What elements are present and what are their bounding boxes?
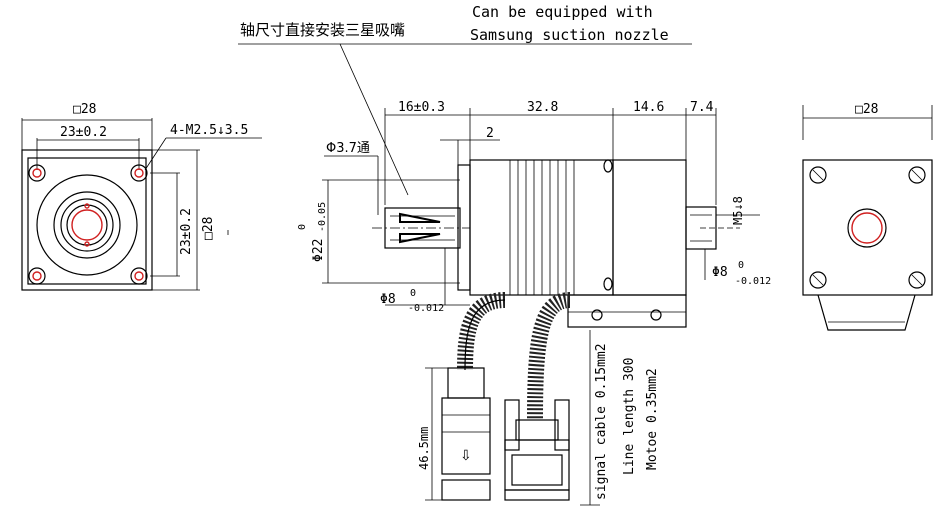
- dim-rear: 14.6: [633, 100, 664, 115]
- flange-tol-upper: 0: [297, 224, 308, 230]
- rear-shaft-tol-upper: 0: [738, 260, 744, 271]
- connector-arrow-icon: ⇩: [460, 448, 472, 464]
- rear-shaft-tol-lower: -0.012: [735, 276, 771, 287]
- signal-cable-label: signal cable 0.15mm2: [594, 343, 609, 500]
- english-note-line1: Can be equipped with: [472, 3, 653, 21]
- front-side-square: □28: [201, 217, 216, 240]
- front-hole-spacing-v: 23±0.2: [179, 208, 194, 255]
- shaft-tol-lower: -0.012: [408, 303, 444, 314]
- rear-view: □28: [802, 102, 933, 331]
- dim-shaft: 16±0.3: [398, 100, 445, 115]
- front-thread-label: 4-M2.5↓3.5: [170, 123, 248, 138]
- dim-body: 32.8: [527, 100, 558, 115]
- dim-rear-shaft: 7.4: [690, 100, 714, 115]
- rear-square-label: □28: [855, 102, 878, 117]
- side-view: 16±0.3 32.8 14.6 7.4 2 Φ3.7通 Φ22 0 -0.05…: [297, 100, 771, 506]
- rear-shaft-dia: Φ8: [712, 265, 728, 280]
- nozzle-note: 轴尺寸直接安装三星吸嘴 Can be equipped with Samsung…: [238, 3, 692, 196]
- rear-thread: M5↓8: [731, 196, 745, 225]
- shaft-dia: Φ8: [380, 292, 396, 307]
- front-hole-spacing-h: 23±0.2: [60, 125, 107, 140]
- connector-height: 46.5mm: [417, 427, 431, 470]
- flange-tol-lower: -0.05: [317, 202, 328, 232]
- front-square-label: □28: [73, 102, 96, 117]
- front-view: □28 23±0.2 4-M2.5↓3.5 23±0.2 □28: [21, 102, 262, 291]
- flange-dia: Φ22: [311, 239, 326, 262]
- motor-cable-label: Motoe 0.35mm2: [645, 368, 660, 470]
- chinese-note: 轴尺寸直接安装三星吸嘴: [240, 21, 405, 39]
- dim-step: 2: [486, 126, 494, 141]
- line-length-label: Line length 300: [622, 358, 637, 475]
- shaft-tol-upper: 0: [410, 288, 416, 299]
- hole-dia: Φ3.7通: [326, 141, 370, 156]
- english-note-line2: Samsung suction nozzle: [470, 26, 669, 44]
